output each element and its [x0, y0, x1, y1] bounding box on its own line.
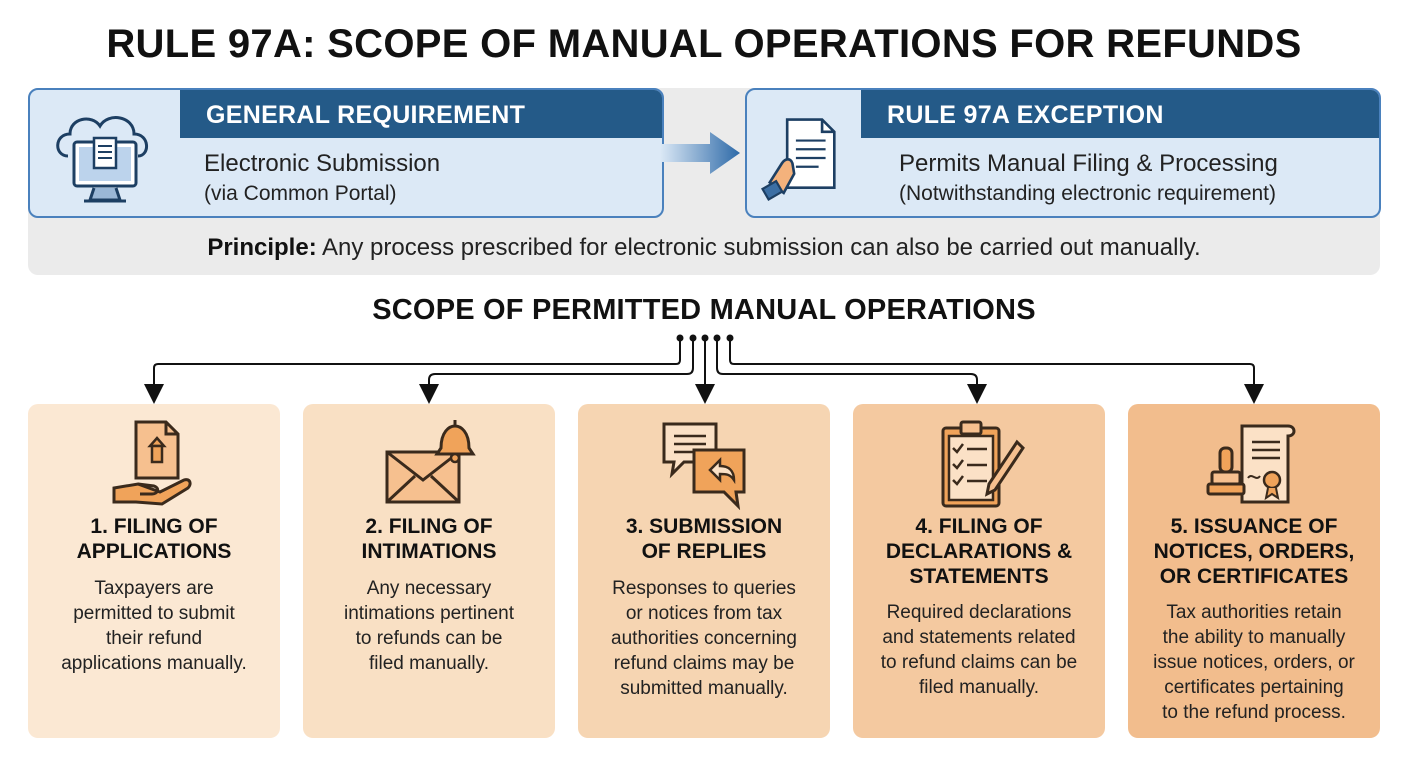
general-requirement-card: GENERAL REQUIREMENT Electronic Submissio… — [28, 88, 664, 218]
general-requirement-header: GENERAL REQUIREMENT — [180, 90, 662, 138]
item-desc-line: Tax authorities retain — [1166, 602, 1342, 623]
hand-upload-document-icon — [112, 420, 192, 506]
connector-2 — [419, 340, 694, 404]
item-title-line: OR CERTIFICATES — [1159, 565, 1349, 588]
rule-exception-header: RULE 97A EXCEPTION — [861, 90, 1379, 138]
item-desc-line: to refunds can be — [355, 628, 503, 649]
item-title-line: 2. FILING OF — [365, 515, 493, 538]
reply-chat-bubbles-icon — [662, 422, 746, 510]
general-requirement-line1: Electronic Submission — [204, 150, 441, 177]
scope-title: SCOPE OF PERMITTED MANUAL OPERATIONS — [372, 294, 1036, 326]
item-desc-line: applications manually. — [61, 653, 247, 674]
principle-label: Principle: — [207, 234, 317, 261]
item-desc-line: intimations pertinent — [343, 603, 515, 624]
clipboard-checklist-pen-icon — [941, 420, 1025, 508]
item-desc-line: their refund — [105, 628, 203, 649]
item-title-line: 5. ISSUANCE OF — [1170, 515, 1338, 538]
item-desc-line: and statements related — [882, 627, 1076, 648]
general-requirement-line2: (via Common Portal) — [204, 182, 397, 205]
stamp-certificate-icon — [1206, 424, 1296, 504]
scope-item-applications: 1. FILING OF APPLICATIONS Taxpayers are … — [28, 404, 280, 738]
item-title-line: STATEMENTS — [909, 565, 1049, 588]
item-desc-line: filed manually. — [918, 677, 1040, 698]
rule-exception-line2: (Notwithstanding electronic requirement) — [899, 182, 1277, 205]
rule-exception-card: RULE 97A EXCEPTION Permits Manual Filing… — [745, 88, 1381, 218]
item-desc-line: to the refund process. — [1162, 702, 1346, 723]
item-desc-line: submitted manually. — [620, 678, 788, 699]
connector-1 — [144, 340, 681, 404]
item-title-line: DECLARATIONS & — [885, 540, 1073, 563]
item-desc-line: to refund claims can be — [880, 652, 1078, 673]
item-desc-line: Required declarations — [886, 602, 1072, 623]
item-desc-line: Any necessary — [366, 578, 492, 599]
item-title-line: INTIMATIONS — [361, 540, 497, 563]
scope-item-replies: 3. SUBMISSION OF REPLIES Responses to qu… — [578, 404, 830, 738]
item-desc-line: issue notices, orders, or — [1153, 652, 1355, 673]
item-title-line: NOTICES, ORDERS, — [1153, 540, 1355, 563]
item-title-line: OF REPLIES — [641, 540, 767, 563]
item-title-line: 1. FILING OF — [90, 515, 218, 538]
item-desc-line: filed manually. — [368, 653, 490, 674]
item-title-line: 4. FILING OF — [915, 515, 1043, 538]
principle-statement: Principle: Any process prescribed for el… — [0, 234, 1408, 262]
scope-item-issuance: 5. ISSUANCE OF NOTICES, ORDERS, OR CERTI… — [1128, 404, 1380, 738]
envelope-bell-icon — [385, 420, 476, 504]
item-desc-line: Taxpayers are — [94, 578, 214, 599]
rule-exception-line1: Permits Manual Filing & Processing — [899, 150, 1278, 177]
hand-document-icon — [761, 118, 836, 201]
principle-text: Any process prescribed for electronic su… — [322, 234, 1201, 261]
connector-5 — [729, 340, 1264, 404]
scope-item-intimations: 2. FILING OF INTIMATIONS Any necessary i… — [303, 404, 555, 738]
item-desc-line: refund claims may be — [613, 653, 795, 674]
item-desc-line: or notices from tax — [625, 603, 783, 624]
page-title: RULE 97A: SCOPE OF MANUAL OPERATIONS FOR… — [106, 22, 1302, 66]
item-title-line: APPLICATIONS — [76, 540, 232, 563]
cloud-computer-icon — [56, 116, 148, 203]
item-desc-line: certificates pertaining — [1164, 677, 1344, 698]
item-desc-line: Responses to queries — [612, 578, 796, 599]
item-desc-line: permitted to submit — [73, 603, 235, 624]
item-desc-line: the ability to manually — [1162, 627, 1346, 648]
flow-arrow-icon — [660, 132, 740, 174]
item-title-line: 3. SUBMISSION — [625, 515, 783, 538]
scope-item-declarations: 4. FILING OF DECLARATIONS & STATEMENTS R… — [853, 404, 1105, 738]
item-desc-line: authorities concerning — [611, 628, 797, 649]
connector-4 — [716, 340, 987, 404]
